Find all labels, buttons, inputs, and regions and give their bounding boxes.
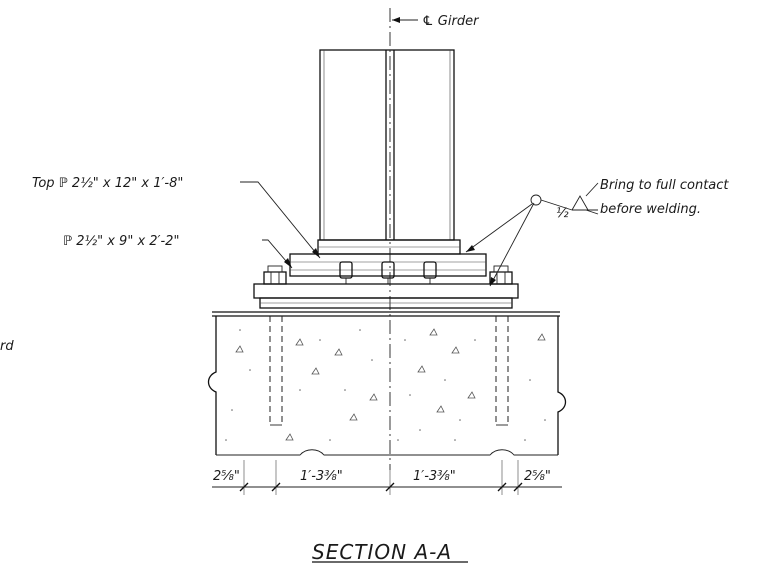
girder: [319, 49, 455, 241]
edge-text-fragment: rd: [0, 339, 14, 354]
weld-note-line-2: before welding.: [600, 202, 701, 217]
dim-left-edge: 2⅝": [213, 469, 240, 484]
dim-right-inner: 1′-3⅜": [413, 469, 456, 484]
top-plate: [317, 239, 461, 255]
concrete-stipple: [225, 329, 546, 441]
centerline-leader: [392, 17, 418, 23]
weld-symbol: [465, 182, 599, 287]
section-title: SECTION A-A: [312, 540, 452, 564]
concrete-pier: [207, 311, 567, 456]
anchor-bolt-left: [269, 316, 283, 426]
concrete-aggregate: [235, 328, 546, 441]
dimension-line: [212, 460, 562, 495]
dim-left-inner: 1′-3⅜": [300, 469, 343, 484]
weld-note-line-1: Bring to full contact: [600, 178, 729, 193]
top-plate-label: Top ℙ 2½" x 12" x 1′-8": [32, 176, 183, 191]
dim-right-edge: 2⅝": [524, 469, 551, 484]
sole-plate: [253, 283, 519, 309]
anchor-nut-left: [263, 265, 287, 285]
plate-bolts: [339, 261, 437, 284]
centerline-label: ℄ Girder: [422, 14, 480, 29]
top-plate-leader: [240, 181, 321, 259]
weld-size-label: ½: [556, 206, 569, 221]
base-plate-label: ℙ 2½" x 9" x 2′-2": [63, 234, 179, 249]
anchor-bolt-right: [495, 316, 509, 426]
base-plate-leader: [262, 239, 293, 269]
